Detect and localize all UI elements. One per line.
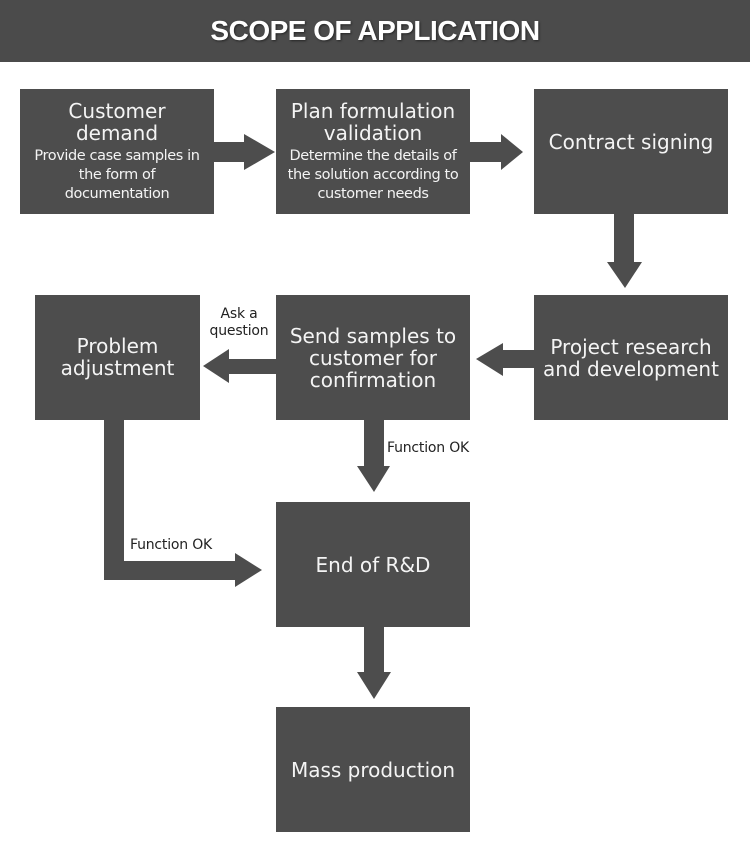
step-mass-production: Mass production: [276, 707, 470, 832]
step-plan-formulation: Plan formulation validation Determine th…: [276, 89, 470, 214]
step-subtitle: Provide case samples in the form of docu…: [34, 147, 200, 202]
step-title: Mass production: [290, 757, 456, 782]
step-end-of-rd: End of R&D: [276, 502, 470, 627]
header-banner: SCOPE OF APPLICATION: [0, 0, 750, 62]
label-function-ok-left: Function OK: [130, 537, 212, 553]
step-subtitle: Determine the details of the solution ac…: [287, 147, 459, 202]
step-send-samples: Send samples to customer for confirmatio…: [276, 295, 470, 420]
step-title: Contract signing: [548, 130, 714, 154]
step-title: Customer demand: [68, 98, 166, 145]
arrow-plan-to-contract: [470, 134, 523, 170]
step-problem-adjustment: Problem adjustment: [35, 295, 200, 420]
arrow-end-to-mass: [357, 627, 391, 699]
page-title: SCOPE OF APPLICATION: [210, 15, 540, 46]
step-contract-signing: Contract signing: [534, 89, 728, 214]
arrow-samples-to-end: [357, 420, 390, 492]
step-title: Send samples to customer for confirmatio…: [289, 323, 457, 392]
arrow-contract-to-research: [607, 214, 642, 288]
step-title: Plan formulation validation: [290, 98, 456, 145]
arrow-research-to-samples: [476, 343, 534, 376]
step-title: Problem adjustment: [60, 334, 175, 380]
arrow-problem-to-end: [104, 420, 262, 587]
arrow-samples-to-problem: [203, 349, 276, 383]
arrow-customer-to-plan: [214, 134, 275, 170]
label-ask-question: Ask a question: [209, 306, 269, 339]
label-function-ok-right: Function OK: [387, 440, 469, 456]
step-customer-demand: Customer demand Provide case samples in …: [20, 89, 214, 214]
step-title: End of R&D: [315, 552, 431, 577]
step-project-research: Project research and development: [534, 295, 728, 420]
step-title: Project research and development: [543, 334, 719, 381]
